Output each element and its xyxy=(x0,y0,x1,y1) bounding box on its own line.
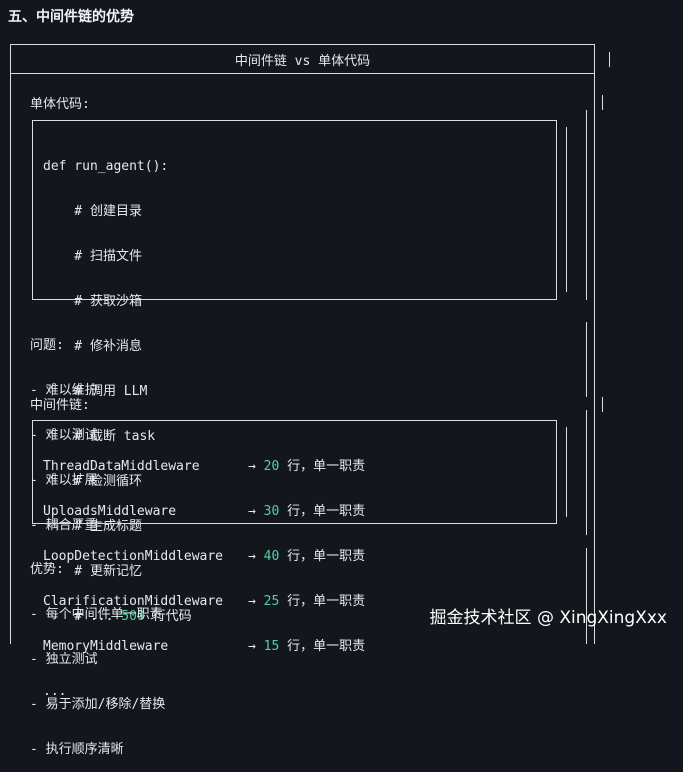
code-line: # 获取沙箱 xyxy=(43,294,142,309)
chain-row: LoopDetectionMiddleware→ 40 行，单一职责 xyxy=(43,549,366,564)
code-line: def run_agent(): xyxy=(43,159,169,174)
problems-list: 问题: - 难以维护 - 难以测试 - 难以扩展 - 耦合严重 xyxy=(30,308,98,548)
list-item: - 每个中间件单一职责 xyxy=(30,607,163,622)
watermark: 掘金技术社区 @ XingXingXxx xyxy=(429,608,667,628)
code-line: # 创建目录 xyxy=(43,204,142,219)
chain-row: ThreadDataMiddleware→ 20 行，单一职责 xyxy=(43,459,366,474)
chain-label: 中间件链: xyxy=(30,398,90,413)
monolith-label: 单体代码: xyxy=(30,97,90,112)
code-line-last: # ... 500 行代码 xyxy=(43,609,192,624)
list-item: - 难以扩展 xyxy=(30,473,98,488)
advantages-label: 优势: xyxy=(30,562,64,577)
diagram-title: 中间件链 vs 单体代码 xyxy=(234,54,371,69)
list-item: - 耦合严重 xyxy=(30,518,98,533)
chain-row: UploadsMiddleware→ 30 行，单一职责 xyxy=(43,504,366,519)
list-item: - 执行顺序清晰 xyxy=(30,742,124,757)
chain-box: ThreadDataMiddleware→ 20 行，单一职责 UploadsM… xyxy=(32,420,557,699)
list-item: - 难以测试 xyxy=(30,428,98,443)
section-heading: 五、中间件链的优势 xyxy=(8,9,134,25)
code-line: # 生成标题 xyxy=(43,519,142,534)
monolith-code-box: def run_agent(): # 创建目录 # 扫描文件 # 获取沙箱 # … xyxy=(32,120,557,624)
list-item: - 易于添加/移除/替换 xyxy=(30,697,166,712)
code-line: # 调用 LLM xyxy=(43,384,148,399)
code-line: # 扫描文件 xyxy=(43,249,142,264)
line-count: 500 xyxy=(121,609,145,624)
monolith-code: def run_agent(): # 创建目录 # 扫描文件 # 获取沙箱 # … xyxy=(43,129,192,654)
code-line: # 更新记忆 xyxy=(43,564,142,579)
problems-label: 问题: xyxy=(30,338,64,353)
advantages-list: 优势: - 每个中间件单一职责 - 独立测试 - 易于添加/移除/替换 - 执行… xyxy=(30,532,165,772)
list-item: - 难以维护 xyxy=(30,383,98,398)
chain-row: ClarificationMiddleware→ 25 行，单一职责 xyxy=(43,594,366,609)
code-line: # 检测循环 xyxy=(43,474,142,489)
code-line: # 截断 task xyxy=(43,429,156,444)
list-item: - 独立测试 xyxy=(30,652,98,667)
code-line: # 修补消息 xyxy=(43,339,142,354)
